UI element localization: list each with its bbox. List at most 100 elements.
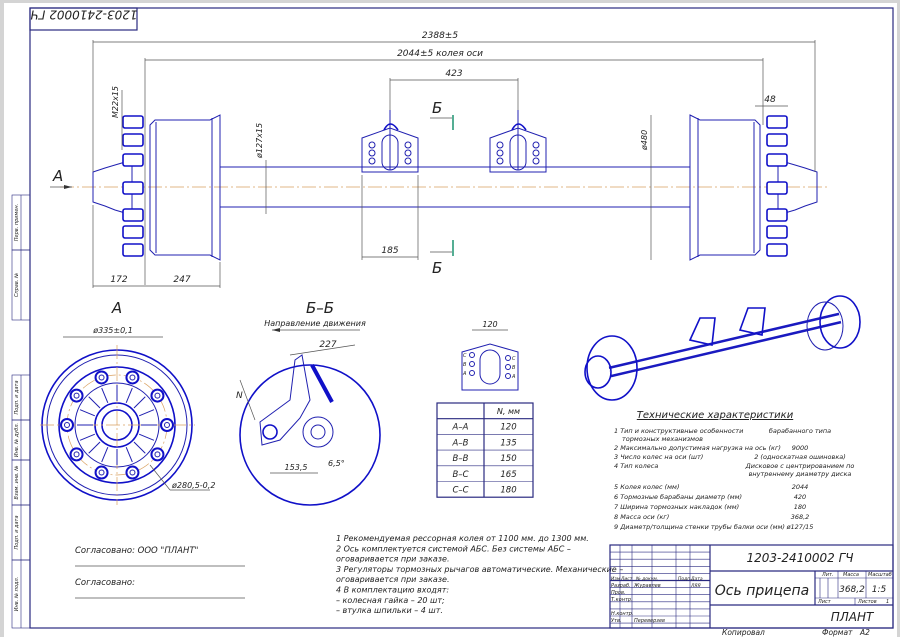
mass-value: 368,2: [839, 585, 865, 595]
hole-label-right: C: [512, 356, 516, 362]
copied-label: Копировал: [722, 628, 765, 637]
view-a: А ø335±0,1 ø280,5-0,2: [40, 299, 215, 505]
wheel-studs: [122, 115, 788, 257]
title-block-title: Ось прицепа: [715, 583, 809, 599]
section-dim-width: 227: [319, 340, 336, 350]
tech-item-value: 2 (односкатная ошиновка): [754, 453, 846, 461]
wheel-bolt: [69, 388, 84, 403]
sheets-value: 1: [886, 599, 889, 605]
n-table-cell-pair: B–C: [452, 470, 468, 480]
note-line: – втулка шпильки – 4 шт.: [336, 606, 443, 615]
section-mark-bottom: Б: [432, 259, 442, 277]
n-table-cell-pair: C–C: [452, 486, 468, 496]
iso-brackets: [688, 307, 766, 346]
n-table-cell-pair: A–A: [452, 423, 469, 433]
tech-item-value: 2044: [792, 483, 809, 491]
side-strip-cell: Взам. инв. №: [14, 466, 20, 500]
scale-value: 1:5: [872, 585, 887, 595]
approval-plant: Согласовано: ООО "ПЛАНТ": [75, 546, 199, 556]
tech-item-label: 9 Диаметр/толщина стенки трубы балки оси…: [614, 523, 785, 531]
dim-drum: ø480: [640, 130, 649, 151]
title-block-role: Утв.: [611, 618, 622, 624]
wheel-nut: [766, 243, 788, 257]
left-brake-drum: [149, 114, 221, 261]
view-a-label: А: [111, 299, 122, 317]
iso-left-drum: [586, 335, 638, 401]
n-table-cell-value: 135: [500, 438, 516, 448]
section-bb: Б–Б Направление движения 227 N 153,5 6,5…: [236, 299, 381, 506]
format-label: Формат: [822, 628, 853, 637]
isometric-axle-view: [584, 295, 861, 401]
wheel-nut: [766, 181, 788, 195]
view-a-arrow: А: [50, 167, 72, 189]
section-mark-top: Б: [432, 99, 442, 117]
tech-item-label: 2 Максимально допустимая нагрузка на ось…: [614, 444, 781, 452]
wheel-bolt: [125, 370, 140, 385]
dim-track: 2044±5 колея оси: [397, 49, 483, 59]
title-block-header-cell: № докум.: [635, 576, 658, 582]
note-line: 2 Ось комплектуется системой АБС. Без си…: [336, 544, 571, 553]
dim-drum-width: 247: [173, 275, 190, 285]
wheel-nut: [122, 181, 144, 195]
title-block-header-cell: Лист: [620, 576, 633, 582]
n-table-row: A–A 120: [452, 423, 517, 433]
direction-of-travel: Направление движения: [264, 319, 366, 328]
side-strip-cell: Справ. №: [14, 273, 20, 297]
side-strip-cell: Подп. и дата: [14, 380, 20, 414]
lit-label: Лит.: [821, 572, 834, 578]
hole-label-right: B: [512, 365, 516, 371]
title-block-role: Н.контр.: [611, 611, 633, 617]
dim-bracket-spacing: 423: [445, 69, 462, 79]
wheel-nut: [766, 115, 788, 129]
sheet-background: [4, 3, 897, 637]
wheel-nut: [766, 225, 788, 239]
n-table-cell-pair: B–B: [453, 454, 469, 464]
tech-heading: Технические характеристики: [637, 410, 794, 421]
note-line: 4 В комплектацию входят:: [336, 586, 449, 595]
wheel-bolt: [94, 370, 109, 385]
wheel-bolt: [150, 447, 165, 462]
dim-stud-length: 48: [764, 95, 776, 105]
tech-item-label: 3 Число колес на оси (шт): [614, 453, 703, 461]
title-block-role: Разраб.: [611, 583, 631, 589]
dim-bracket-width: 185: [381, 246, 398, 256]
tech-item-value: барабанного типа: [769, 427, 831, 435]
tech-item-value: 180: [794, 503, 806, 511]
n-table-cell-pair: A–B: [452, 438, 469, 448]
title-block-header-cell: Подп.: [678, 576, 692, 582]
wheel-nut: [122, 225, 144, 239]
iso-right-drum: [819, 295, 861, 349]
note-line: 3 Регуляторы тормозных рычагов автоматич…: [336, 565, 623, 574]
tech-item-label: 4 Тип колеса: [614, 462, 658, 470]
hole-label-left: C: [463, 353, 467, 359]
dimensions: 2388±5 2044±5 колея оси 423 48 M22х15 ø1…: [92, 31, 816, 288]
title-block-name: Переверзев: [634, 618, 665, 624]
bracket-detail-dim: 120: [482, 320, 497, 329]
technical-characteristics: Технические характеристики 1 Тип и конст…: [614, 410, 854, 531]
section-dim-offset: 153,5: [285, 463, 308, 472]
wheel-bolt: [60, 418, 74, 432]
tech-item-label: 6 Тормозные барабаны диаметр (мм): [614, 493, 742, 501]
mass-label: Масса: [843, 572, 859, 578]
title-block-organization: ПЛАНТ: [831, 610, 875, 624]
tech-item: 3 Число колес на оси (шт) 2 (односкатная …: [614, 453, 846, 461]
title-block-header-cell: Изм: [611, 576, 621, 582]
rotated-number-box: 1203-2410002 ГЧ: [29, 7, 138, 31]
sheets-label: Листов: [857, 599, 877, 605]
tech-item-value: 9000: [792, 444, 809, 452]
tech-item-value: ø127/15: [786, 523, 814, 531]
spring-brackets: [361, 110, 547, 173]
view-a-arrow-label: А: [52, 167, 63, 185]
view-a-dim-bolt: ø280,5-0,2: [171, 481, 215, 490]
spring-bracket: [489, 127, 547, 173]
section-marks: Б Б: [430, 99, 454, 277]
n-table-cell-value: 120: [500, 423, 516, 433]
approval-blank: Согласовано:: [75, 578, 135, 588]
tech-item-label-cont: тормозных механизмов: [622, 435, 703, 443]
